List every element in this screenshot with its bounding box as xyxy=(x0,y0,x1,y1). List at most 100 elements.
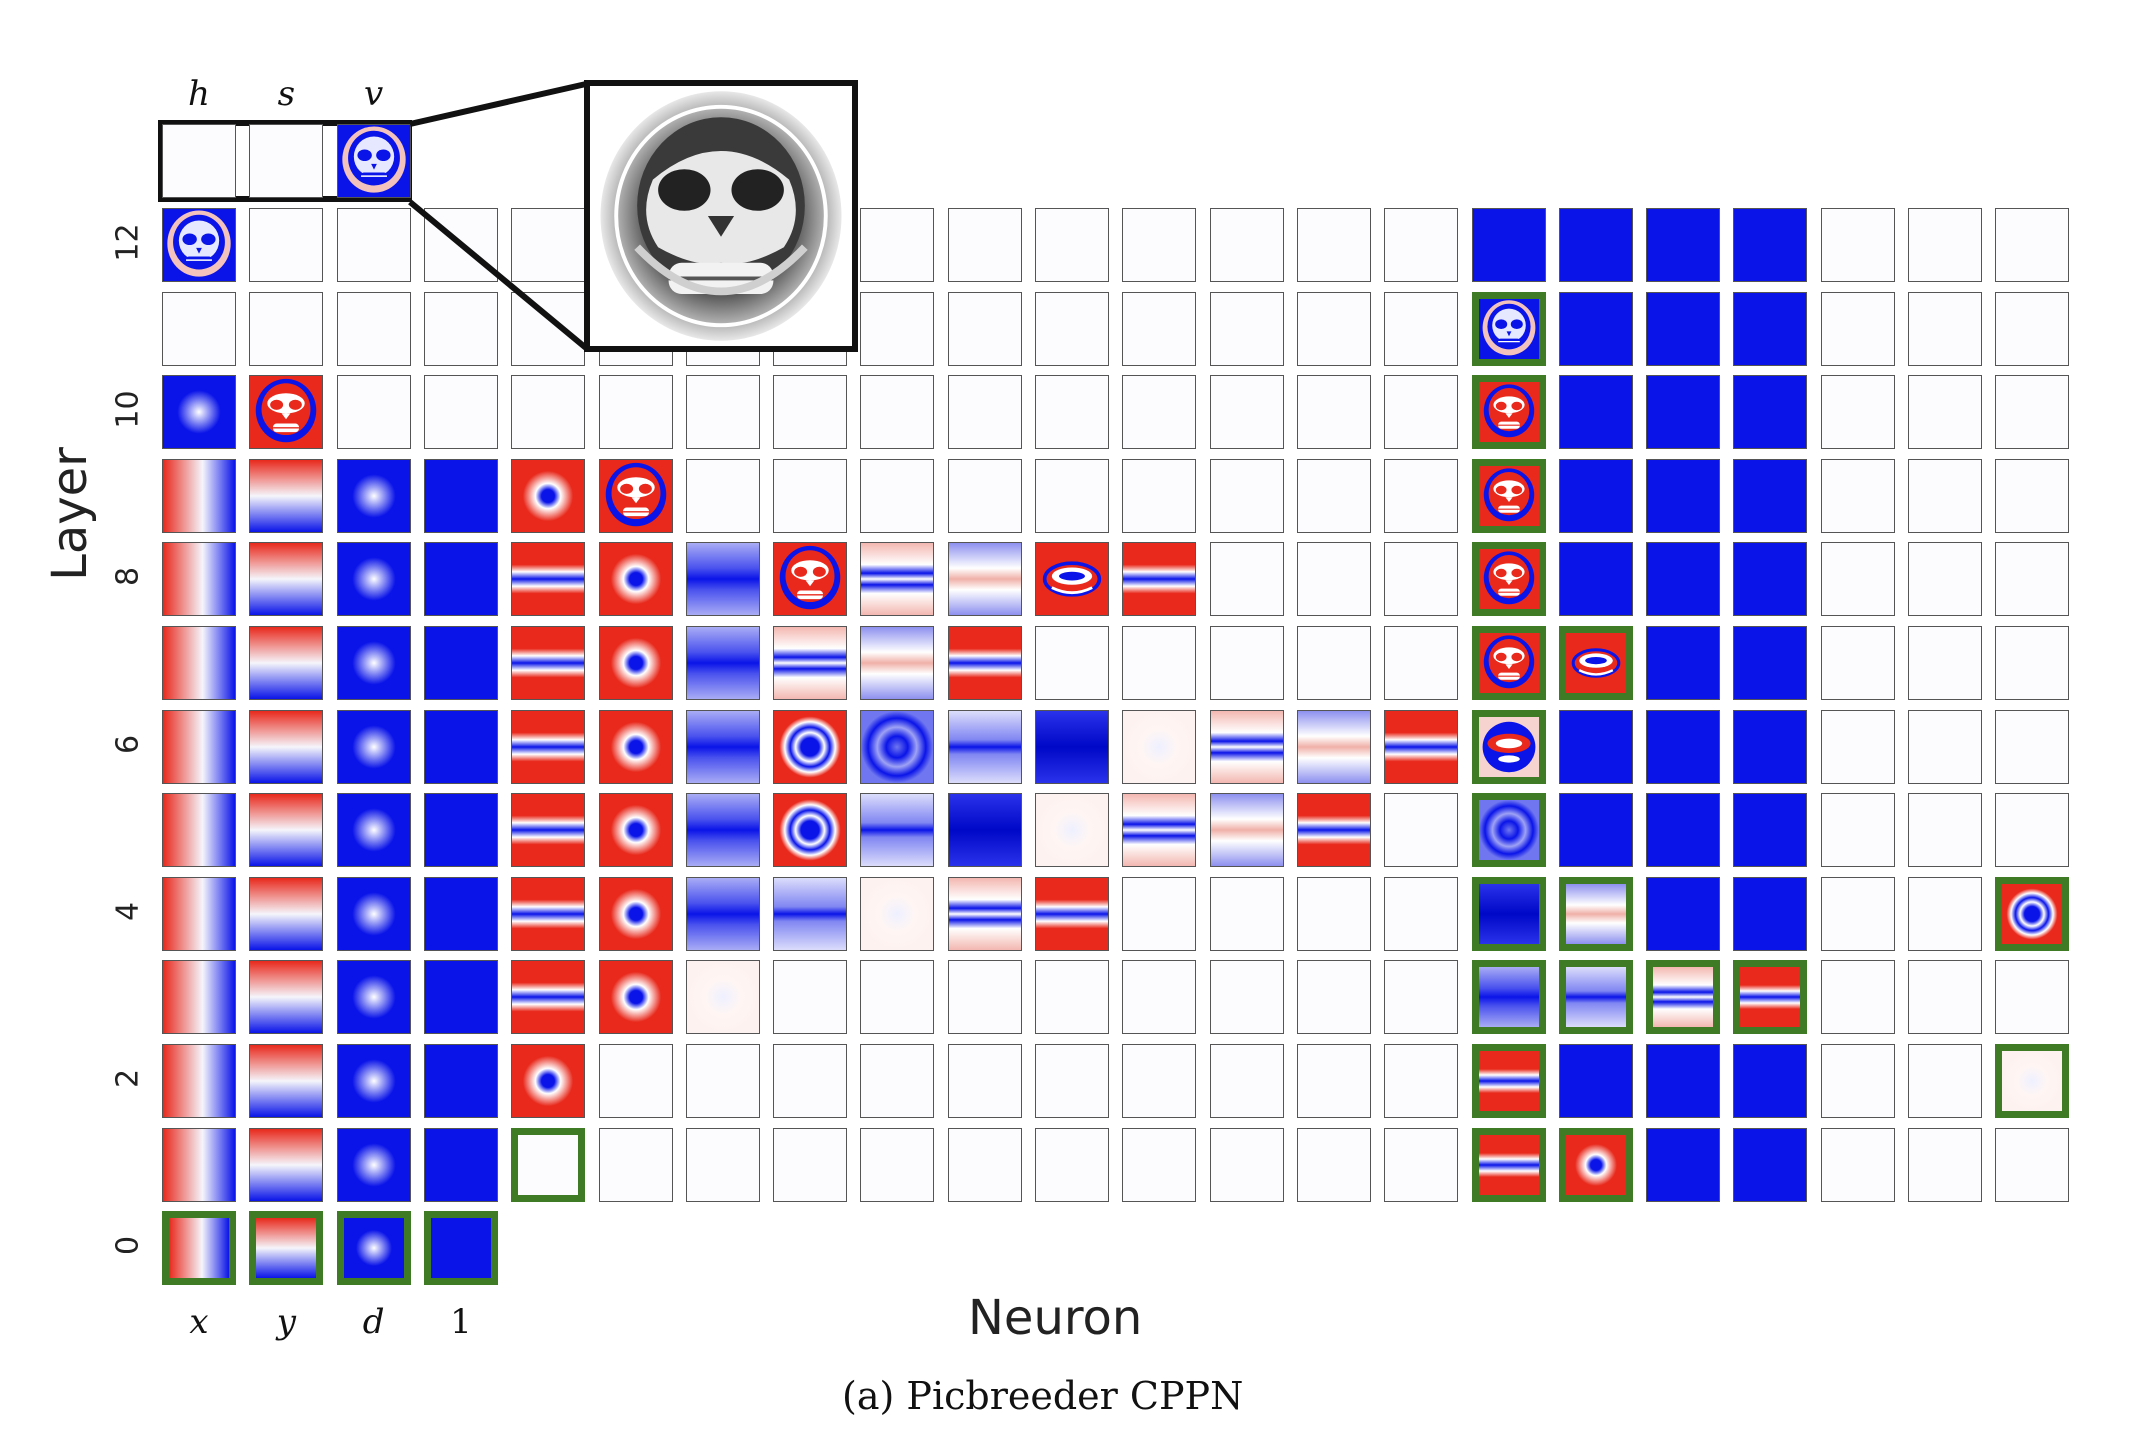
neuron-cell-layer11-n2 xyxy=(336,291,411,366)
row-label-layer-8: 8 xyxy=(110,567,146,587)
neuron-cell-layer1-n20 xyxy=(1908,1127,1982,1202)
neuron-cell-layer11-n3 xyxy=(423,291,498,366)
neuron-cell-layer10-n8 xyxy=(860,375,935,450)
neuron-cell-layer1-n3 xyxy=(423,1127,498,1202)
neuron-cell-layer4-n17 xyxy=(1646,876,1721,951)
neuron-cell-layer12-n10 xyxy=(1035,208,1109,282)
neuron-cell-layer1-n9 xyxy=(947,1127,1022,1202)
neuron-cell-layer12-n4 xyxy=(511,208,586,282)
neuron-cell-layer8-n8 xyxy=(860,542,935,617)
neuron-cell-layer6-n11 xyxy=(1122,709,1197,784)
output-label-v: v xyxy=(363,74,384,114)
neuron-cell-layer3-n5 xyxy=(598,960,673,1035)
neuron-cell-layer5-n14 xyxy=(1384,793,1459,868)
neuron-cell-layer6-n9 xyxy=(947,709,1022,784)
neuron-cell-layer8-n13 xyxy=(1296,542,1371,617)
neuron-cell-layer0-n2 xyxy=(336,1211,411,1286)
neuron-cell-layer12-n15 xyxy=(1471,208,1546,282)
neuron-cell-layer8-n17 xyxy=(1646,542,1721,617)
neuron-cell-layer6-n16 xyxy=(1558,709,1633,784)
neuron-cell-layer11-n14 xyxy=(1384,291,1459,366)
neuron-cell-layer6-n8 xyxy=(860,709,935,784)
neuron-cell-layer4-n0 xyxy=(162,876,236,951)
neuron-cell-layer9-n3 xyxy=(423,458,498,533)
neuron-cell-layer3-n19 xyxy=(1820,960,1895,1035)
neuron-cell-layer11-n21 xyxy=(1995,291,2070,366)
neuron-cell-layer8-n12 xyxy=(1209,542,1284,617)
neuron-cell-layer10-n15 xyxy=(1471,375,1546,450)
neuron-cell-layer6-n21 xyxy=(1995,709,2070,784)
neuron-cell-layer11-n1 xyxy=(249,291,324,366)
neuron-cell-layer3-n6 xyxy=(685,960,760,1035)
neuron-cell-layer4-n3 xyxy=(423,876,498,951)
neuron-cell-layer1-n17 xyxy=(1646,1127,1721,1202)
zoomed-output-image xyxy=(584,80,858,352)
neuron-cell-layer5-n8 xyxy=(860,793,935,868)
neuron-cell-layer4-n20 xyxy=(1908,876,1982,951)
neuron-cell-layer2-n7 xyxy=(773,1044,848,1118)
neuron-cell-layer2-n21 xyxy=(1995,1044,2070,1118)
neuron-cell-layer2-n10 xyxy=(1035,1044,1109,1118)
neuron-cell-layer6-n5 xyxy=(598,709,673,784)
neuron-cell-layer10-n9 xyxy=(947,375,1022,450)
input-label-d: d xyxy=(362,1302,385,1342)
neuron-cell-layer9-n19 xyxy=(1820,458,1895,533)
neuron-cell-layer2-n20 xyxy=(1908,1044,1982,1118)
neuron-cell-layer10-n1 xyxy=(249,375,324,450)
neuron-cell-layer11-n17 xyxy=(1646,291,1721,366)
neuron-cell-layer4-n2 xyxy=(336,876,411,951)
neuron-cell-layer10-n5 xyxy=(598,375,673,450)
neuron-cell-layer8-n14 xyxy=(1384,542,1459,617)
neuron-cell-layer1-n21 xyxy=(1995,1127,2070,1202)
neuron-cell-layer8-n10 xyxy=(1035,542,1109,617)
neuron-cell-layer2-n0 xyxy=(162,1044,236,1118)
neuron-cell-layer1-n19 xyxy=(1820,1127,1895,1202)
neuron-cell-layer3-n18 xyxy=(1733,960,1808,1035)
neuron-cell-layer8-n2 xyxy=(336,542,411,617)
neuron-cell-layer12-n21 xyxy=(1995,208,2070,282)
neuron-cell-layer4-n9 xyxy=(947,876,1022,951)
neuron-cell-layer1-n12 xyxy=(1209,1127,1284,1202)
neuron-cell-layer6-n4 xyxy=(511,709,586,784)
input-label-y: y xyxy=(276,1302,296,1342)
neuron-cell-layer8-n6 xyxy=(685,542,760,617)
neuron-cell-layer6-n14 xyxy=(1384,709,1459,784)
neuron-cell-layer3-n11 xyxy=(1122,960,1197,1035)
neuron-cell-layer9-n6 xyxy=(685,458,760,533)
output-label-h: h xyxy=(188,74,210,114)
output-cell-v xyxy=(336,124,411,198)
neuron-cell-layer1-n14 xyxy=(1384,1127,1459,1202)
neuron-cell-layer4-n8 xyxy=(860,876,935,951)
neuron-cell-layer7-n7 xyxy=(773,626,848,700)
input-label-x: x xyxy=(189,1302,209,1342)
output-cell-s xyxy=(249,124,324,198)
neuron-cell-layer5-n13 xyxy=(1296,793,1371,868)
neuron-cell-layer3-n8 xyxy=(860,960,935,1035)
neuron-cell-layer3-n14 xyxy=(1384,960,1459,1035)
neuron-cell-layer4-n19 xyxy=(1820,876,1895,951)
neuron-cell-layer7-n13 xyxy=(1296,626,1371,700)
neuron-cell-layer3-n17 xyxy=(1646,960,1721,1035)
row-label-layer-12: 12 xyxy=(110,223,146,262)
neuron-cell-layer2-n12 xyxy=(1209,1044,1284,1118)
neuron-cell-layer2-n11 xyxy=(1122,1044,1197,1118)
neuron-cell-layer11-n8 xyxy=(860,291,935,366)
neuron-cell-layer9-n7 xyxy=(773,458,848,533)
row-label-layer-4: 4 xyxy=(110,901,146,921)
row-label-layer-6: 6 xyxy=(110,734,146,754)
neuron-cell-layer7-n18 xyxy=(1733,626,1808,700)
neuron-cell-layer2-n6 xyxy=(685,1044,760,1118)
neuron-cell-layer4-n12 xyxy=(1209,876,1284,951)
neuron-cell-layer10-n11 xyxy=(1122,375,1197,450)
neuron-cell-layer12-n13 xyxy=(1296,208,1371,282)
neuron-cell-layer6-n17 xyxy=(1646,709,1721,784)
neuron-cell-layer10-n16 xyxy=(1558,375,1633,450)
neuron-cell-layer5-n3 xyxy=(423,793,498,868)
neuron-cell-layer5-n5 xyxy=(598,793,673,868)
neuron-cell-layer5-n19 xyxy=(1820,793,1895,868)
connector-line-1 xyxy=(409,81,587,127)
neuron-cell-layer9-n21 xyxy=(1995,458,2070,533)
neuron-cell-layer8-n16 xyxy=(1558,542,1633,617)
neuron-cell-layer4-n1 xyxy=(249,876,324,951)
